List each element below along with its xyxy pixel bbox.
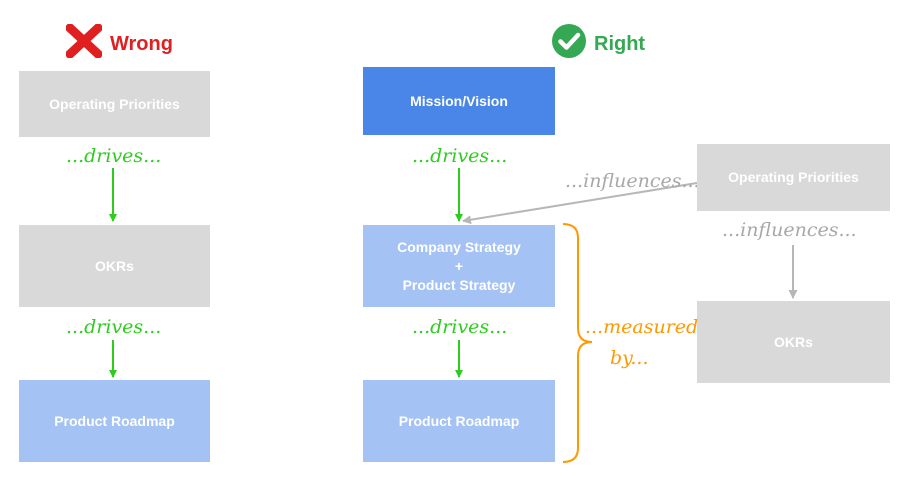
right-operating-priorities-label: Operating Priorities [728, 169, 859, 185]
measured-label: ...measured [585, 316, 699, 338]
wrong-product-roadmap-label: Product Roadmap [54, 412, 175, 429]
influences-label-1: ...influences... [565, 170, 700, 192]
wrong-header: Wrong [63, 21, 173, 64]
right-drives-label-2: ...drives... [412, 316, 508, 338]
right-drives-label-1: ...drives... [412, 145, 508, 167]
product-strategy-label: Product Strategy [402, 276, 516, 293]
wrong-okrs-box: OKRs [19, 225, 210, 307]
wrong-drives-label-1: ...drives... [66, 145, 162, 167]
wrong-product-roadmap-box: Product Roadmap [19, 380, 210, 462]
right-okrs-box: OKRs [697, 301, 890, 383]
right-product-roadmap-box: Product Roadmap [363, 380, 555, 462]
wrong-okrs-label: OKRs [95, 257, 134, 274]
mission-vision-box: Mission/Vision [363, 67, 555, 135]
measured-brace [562, 223, 593, 463]
wrong-operating-priorities-box: Operating Priorities [19, 71, 210, 137]
right-product-roadmap-label: Product Roadmap [398, 412, 520, 429]
right-okrs-label: OKRs [774, 333, 813, 350]
wrong-label: Wrong [110, 32, 173, 55]
right-header: Right [552, 24, 645, 64]
by-label: by... [610, 347, 649, 369]
right-label: Right [594, 32, 646, 55]
company-strategy-label: Company Strategy [397, 238, 521, 255]
wrong-drives-label-2: ...drives... [66, 316, 162, 338]
mission-vision-label: Mission/Vision [410, 92, 508, 109]
wrong-operating-priorities-label: Operating Priorities [49, 95, 180, 112]
check-icon [552, 24, 586, 64]
influences-label-2: ...influences... [722, 219, 857, 241]
company-product-strategy-box: Company Strategy + Product Strategy [363, 225, 555, 307]
right-operating-priorities-box: Operating Priorities [697, 144, 890, 211]
x-icon [63, 21, 105, 64]
plus-label: + [454, 257, 464, 274]
influences-arrow-1 [462, 182, 698, 225]
